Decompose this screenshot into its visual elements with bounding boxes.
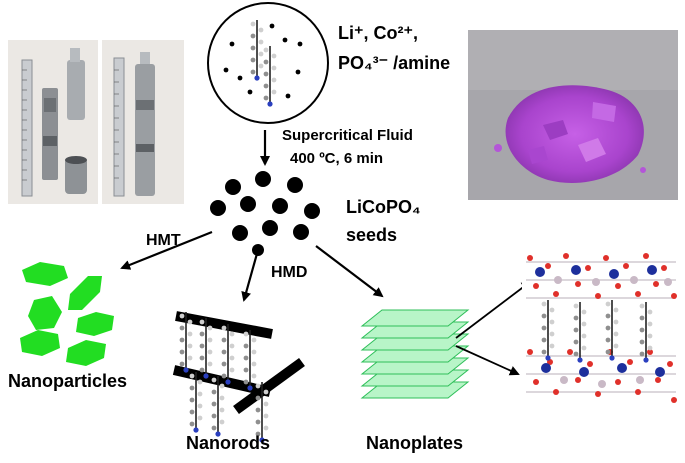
ions-label-line1: Li⁺, Co²⁺, (338, 24, 418, 44)
seed-particles (210, 171, 320, 256)
hmd-label: HMD (271, 264, 307, 282)
nanoplates-label: Nanoplates (366, 434, 463, 454)
nanorods-label: Nanorods (186, 434, 270, 454)
hmd-arrow-nanorods (244, 250, 258, 300)
seeds-label-line1: LiCoPO₄ (346, 198, 421, 218)
hmd-arrow-nanoplates (316, 246, 382, 296)
hmt-label: HMT (146, 232, 181, 250)
ions-label-line2: PO₄³⁻ /amine (338, 54, 450, 74)
nanoplates-illustration (362, 310, 468, 398)
nanoparticles-illustration (20, 262, 114, 366)
nanorods-illustration (174, 312, 302, 443)
seeds-label-line2: seeds (346, 226, 397, 246)
process-label-line1: Supercritical Fluid (282, 128, 413, 145)
crystal-structure (522, 250, 680, 410)
precursor-solution-circle (208, 3, 328, 123)
process-label-line2: 400 ºC, 6 min (290, 151, 383, 168)
nanoparticles-label: Nanoparticles (8, 372, 127, 392)
